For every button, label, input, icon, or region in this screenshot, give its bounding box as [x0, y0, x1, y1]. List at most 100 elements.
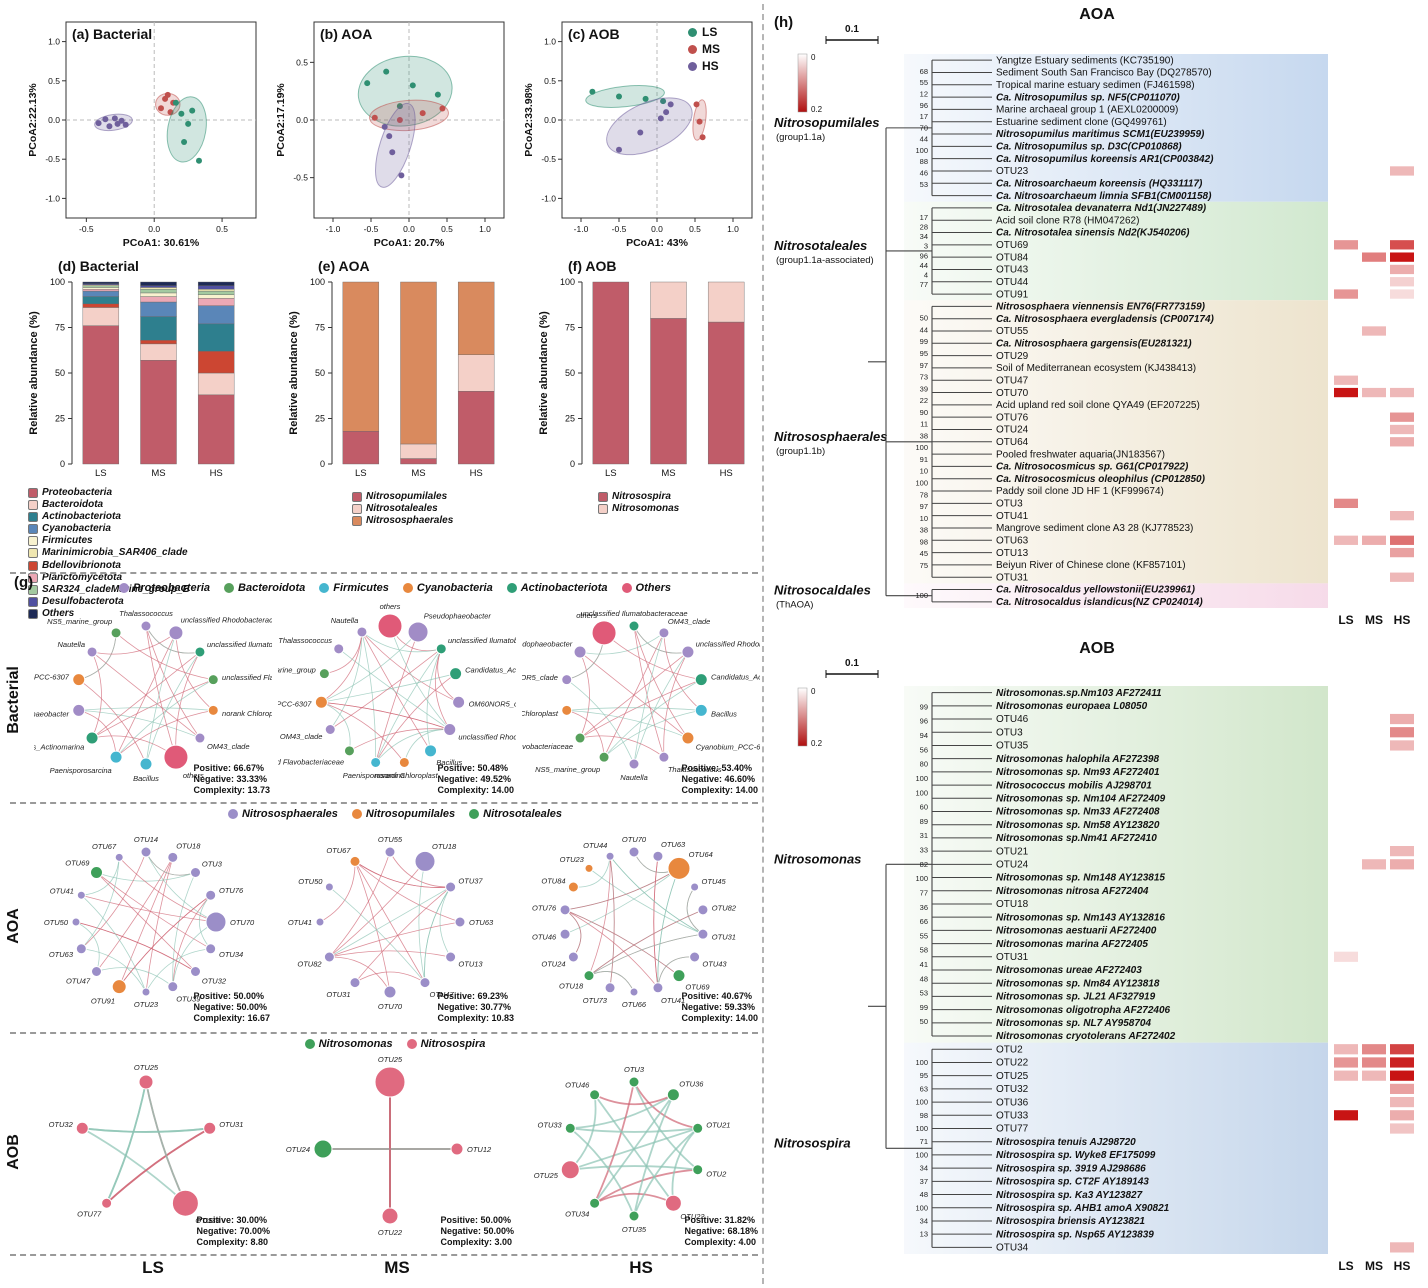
- svg-text:55: 55: [920, 931, 928, 940]
- network-node-Nautella: [356, 626, 368, 638]
- tree-leaf-label: OTU13: [996, 548, 1029, 559]
- svg-text:OM60NOR5_clade: OM60NOR5_clade: [469, 700, 516, 709]
- bar-segment-Nitrosopumilales: [400, 458, 437, 465]
- legend-item-Cyanobacteria: Cyanobacteria: [28, 523, 188, 534]
- heatmap-cell: [1390, 740, 1414, 751]
- tree-leaf-label: OTU70: [996, 388, 1029, 399]
- svg-text:Pseudophaeobacter: Pseudophaeobacter: [34, 709, 69, 718]
- svg-text:OTU67: OTU67: [92, 842, 117, 851]
- heatmap-cell: [1334, 240, 1358, 250]
- svg-text:OTU76: OTU76: [219, 886, 244, 895]
- tree-leaf-label: OTU77: [996, 1124, 1029, 1135]
- svg-text:OTU45: OTU45: [702, 877, 727, 886]
- svg-text:-1.0: -1.0: [574, 224, 589, 234]
- bar-segment-SAR324_cladeMarine_group_B: [197, 290, 235, 295]
- svg-text:25: 25: [565, 414, 575, 424]
- svg-text:12: 12: [920, 90, 928, 99]
- tree-leaf-label: OTU2: [996, 1044, 1023, 1055]
- pcoa-legend-item-MS: MS: [688, 42, 720, 56]
- network-node-unclassified Ilumatobacteraceae: [194, 646, 206, 658]
- svg-text:0.0: 0.0: [148, 224, 160, 234]
- svg-text:OTU25: OTU25: [378, 1056, 403, 1064]
- legend-swatch: [28, 584, 38, 595]
- legend-item-Actinobacteriota: Actinobacteriota: [28, 511, 188, 522]
- svg-text:0.0: 0.0: [544, 115, 556, 125]
- clade-band-Nitrosocaldales: [904, 583, 1328, 608]
- network-row-label-aoa: AOA: [5, 908, 22, 944]
- network-stats: Positive: 53.40%Negative: 46.60%Complexi…: [681, 763, 758, 795]
- pcoa-point: [364, 80, 371, 87]
- legend-swatch: [28, 535, 38, 546]
- svg-text:OTU24: OTU24: [286, 1145, 310, 1154]
- svg-text:Thalassococcus: Thalassococcus: [278, 636, 332, 645]
- tree-leaf-label: Ca. Nitrosoarchaeum limnia SFB1(CM001158…: [996, 191, 1212, 202]
- edge-positive: [145, 857, 174, 993]
- edge-negative: [564, 868, 680, 935]
- separator: [10, 802, 758, 804]
- svg-text:48: 48: [920, 1190, 928, 1199]
- network-node-Cyanobium_PCC-6307: [72, 673, 86, 687]
- bar-segment-Nitrososphaerales: [342, 281, 380, 432]
- legend-item-Nitrosotaleales: Nitrosotaleales: [352, 503, 453, 514]
- edge-negative: [321, 631, 419, 703]
- tree-leaf-label: Ca. Nitrosopumilus sp. D3C(CP010868): [996, 142, 1182, 153]
- legend-label: Planctomycetota: [42, 572, 123, 583]
- network-node-OTU69: [672, 969, 686, 983]
- tree-leaf-label: OTU63: [996, 535, 1029, 546]
- pcoa-point: [398, 172, 405, 179]
- svg-text:OTU23: OTU23: [560, 855, 585, 864]
- svg-text:0.2: 0.2: [811, 739, 823, 748]
- edge-positive: [118, 857, 217, 923]
- svg-text:95: 95: [920, 349, 928, 358]
- network-node-OTU31: [203, 1121, 217, 1135]
- tree-leaf-label: Ca. Nitrosopumilus koreensis AR1(CP00384…: [996, 154, 1214, 165]
- legend-swatch: [28, 487, 38, 498]
- heatmap-cell: [1390, 846, 1414, 857]
- network-node-OTU63: [652, 850, 664, 862]
- network-node-Candidatus_Actinomarina: [694, 673, 708, 687]
- edge-negative: [570, 1127, 698, 1133]
- network-legend-item-Others: Others: [621, 582, 671, 594]
- svg-text:10: 10: [920, 467, 928, 476]
- svg-text:Bacillus: Bacillus: [711, 709, 737, 718]
- heatmap-cell: [1390, 727, 1414, 738]
- legend-dot: [304, 1039, 315, 1049]
- svg-text:100: 100: [915, 1058, 928, 1067]
- svg-text:0.5: 0.5: [296, 57, 308, 67]
- heatmap-cell: [1362, 387, 1386, 398]
- network-node-OTU55: [384, 846, 396, 858]
- tree-leaf-label: Ca. Nitrosocaldus islandicus(NZ CP024014…: [996, 597, 1203, 608]
- pcoa-point: [589, 88, 596, 95]
- svg-text:(group1.1a): (group1.1a): [776, 132, 825, 143]
- svg-text:22: 22: [920, 396, 928, 405]
- svg-text:OTU34: OTU34: [219, 950, 243, 959]
- svg-text:38: 38: [920, 431, 928, 440]
- svg-text:100: 100: [915, 1124, 928, 1133]
- svg-text:39: 39: [920, 384, 928, 393]
- heatmap-cell: [1334, 951, 1358, 962]
- network-node-Pseudophaeobacter: [573, 645, 587, 659]
- svg-text:OTU25: OTU25: [134, 1063, 159, 1072]
- svg-text:1.0: 1.0: [479, 224, 491, 234]
- tree-leaf-label: OTU18: [996, 899, 1029, 910]
- svg-text:OTU50: OTU50: [44, 918, 69, 927]
- svg-text:OTU55: OTU55: [378, 835, 403, 844]
- svg-text:HS: HS: [1394, 1259, 1411, 1273]
- tree-leaf-label: Nitrosomonas halophila AF272398: [996, 754, 1159, 765]
- svg-text:unclassified Ilumatobacteracea: unclassified Ilumatobacteraceae: [448, 636, 516, 645]
- network-node-Cyanobium_PCC-6307: [314, 695, 328, 709]
- svg-text:norank Chloroplast: norank Chloroplast: [375, 771, 439, 780]
- heatmap-cell: [1362, 859, 1386, 870]
- panel-b-title: (b) AOA: [320, 26, 373, 42]
- tree-leaf-label: OTU34: [996, 1243, 1029, 1254]
- network-legend-item-Proteobacteria: Proteobacteria: [119, 582, 210, 594]
- edge-negative: [424, 886, 451, 983]
- edge-positive: [354, 861, 461, 923]
- heatmap-cell: [1390, 1110, 1414, 1121]
